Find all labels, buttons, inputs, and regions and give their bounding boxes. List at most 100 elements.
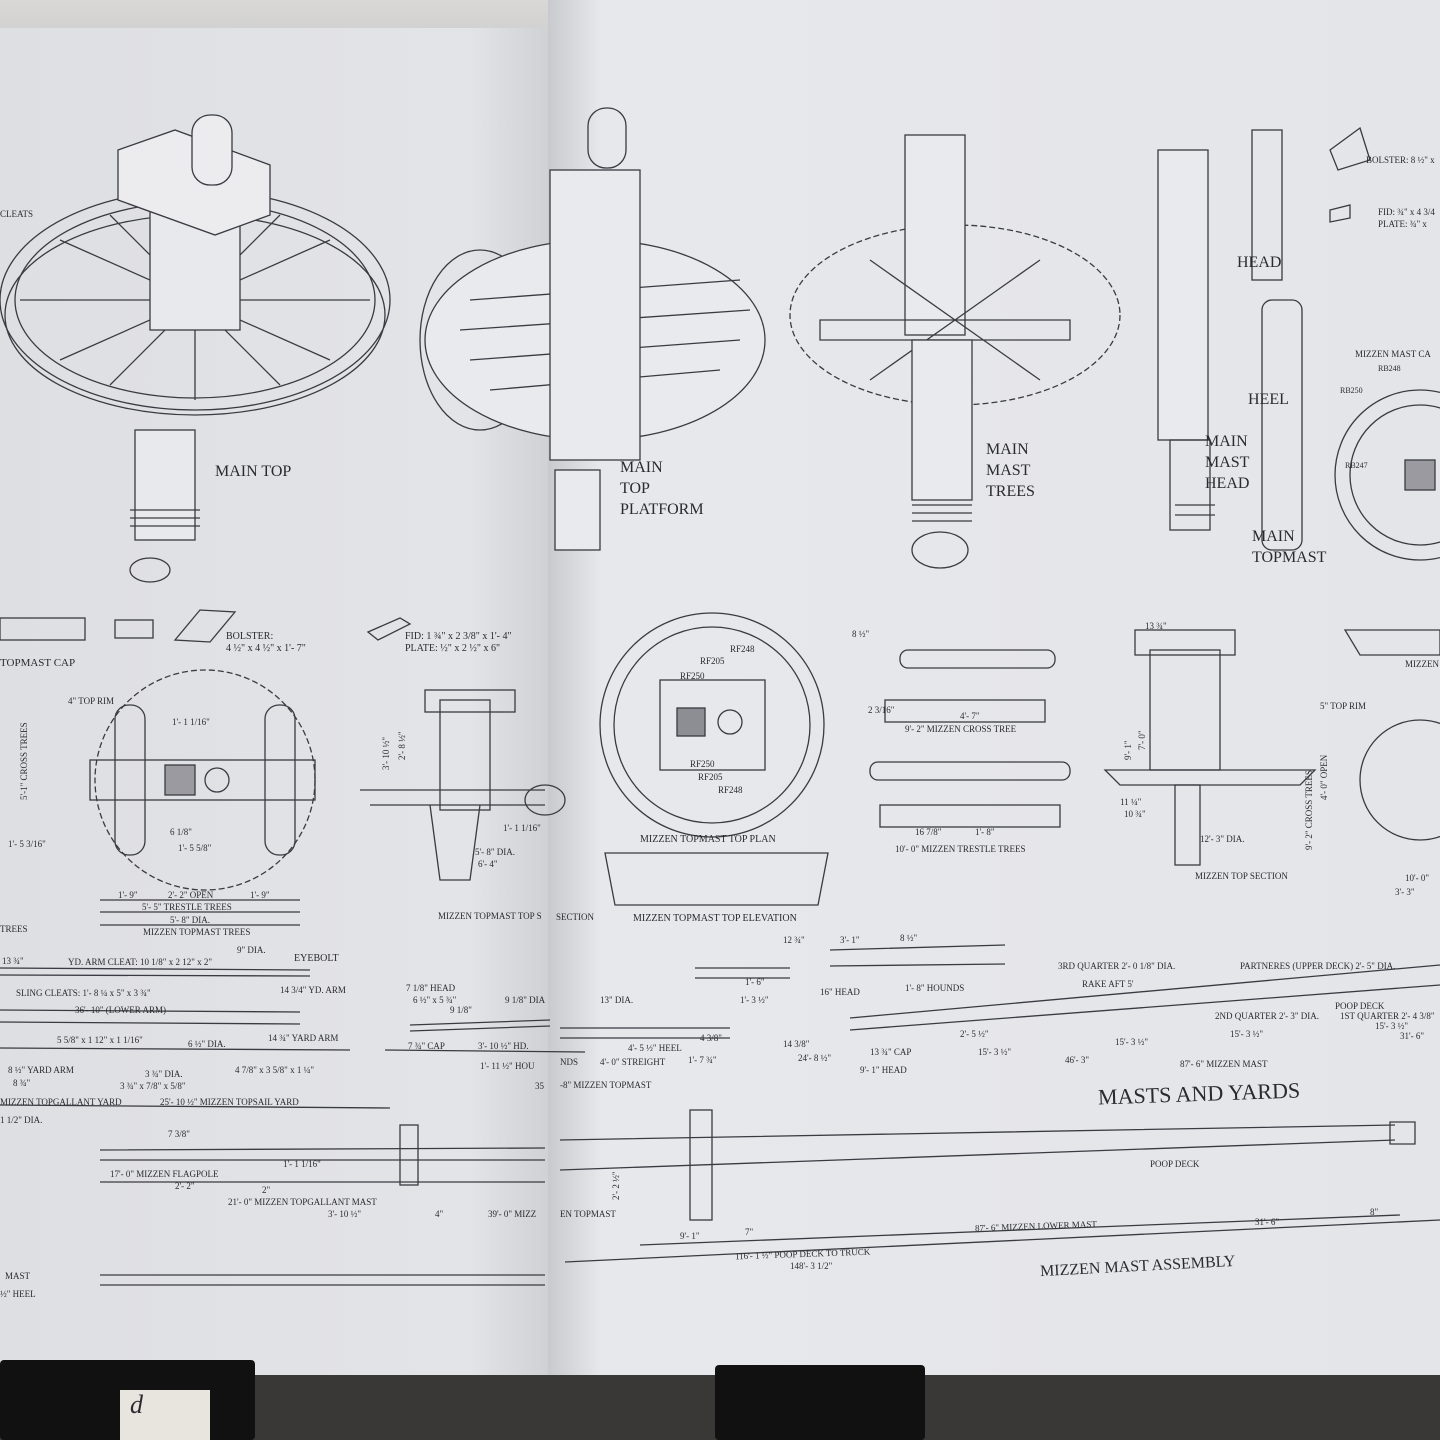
dim: 11 ¼"	[1120, 797, 1142, 807]
dim: 1 1/2" DIA.	[0, 1115, 43, 1125]
label-head: HEAD	[1237, 254, 1282, 271]
label-mizzen-topmast-trees: MIZZEN TOPMAST TREES	[143, 927, 251, 937]
label-lower-arm: 36'- 10" (LOWER ARM)	[75, 1005, 167, 1015]
dim: 3 ¾" x 7/8" x 5/8"	[120, 1081, 186, 1091]
dim: 2'- 2" OPEN	[168, 890, 214, 900]
main-top-drawing	[0, 114, 541, 583]
dim: 15'- 3 ½"	[1375, 1021, 1409, 1031]
label-hounds: 1'- 8" HOUNDS	[905, 983, 965, 993]
label-partners: PARTNERES (UPPER DECK) 2'- 5" DIA.	[1240, 961, 1396, 971]
label-topmast-cap: TOPMAST CAP	[0, 657, 76, 669]
dim: 1'- 6"	[745, 977, 765, 987]
label-fid: FID: ¾" x 4 3/4	[1378, 207, 1435, 217]
dim: 9 1/8" DIA	[505, 995, 546, 1005]
dim: 7 3/8"	[168, 1129, 190, 1139]
dim: 7 1/8" HEAD	[406, 983, 456, 993]
dim: 6 ½" x 5 ¾"	[413, 995, 457, 1005]
dim: 3'- 10 ½"	[381, 736, 391, 770]
dim: 6'- 4"	[478, 859, 498, 869]
topmast-top-section-left	[360, 689, 566, 881]
dim: 1'- 5 3/16"	[8, 839, 46, 849]
dim: 4'- 5 ½" HEEL	[628, 1043, 682, 1053]
label-topsail-yard: 25'- 10 ½" MIZZEN TOPSAIL YARD	[160, 1097, 299, 1107]
mizzen-topmast-top-plan-left	[89, 669, 316, 926]
label-mizzen-top-section: MIZZEN TOP SECTION	[1195, 871, 1288, 881]
label-third-quarter: 3RD QUARTER 2'- 0 1/8" DIA.	[1058, 961, 1176, 971]
dim: 1'- 9"	[250, 890, 270, 900]
label-top-rim: 4" TOP RIM	[68, 696, 115, 706]
clip-tag: d	[120, 1390, 210, 1440]
label-rf250: RF250	[680, 671, 705, 681]
dim: 4'- 0" STREIGHT	[600, 1057, 666, 1067]
dim: 9'- 1"	[680, 1231, 700, 1241]
dim: 2'- 8 ½"	[397, 731, 407, 760]
dim: 8"	[1370, 1207, 1379, 1217]
dim: 31'- 6"	[1255, 1217, 1280, 1227]
dim: 3'- 1"	[840, 935, 860, 945]
label-topgallant-yard: MIZZEN TOPGALLANT YARD	[0, 1097, 122, 1107]
label-rf205: RF205	[700, 656, 725, 666]
label-rb248: RB248	[1378, 364, 1401, 373]
dim: 4"	[435, 1209, 444, 1219]
label-mizzen-topmast-top-section: MIZZEN TOPMAST TOP S	[438, 911, 542, 921]
label-topmast-top-elevation: MIZZEN TOPMAST TOP ELEVATION	[633, 913, 797, 924]
label-en-topmast: EN TOPMAST	[560, 1209, 616, 1219]
dim: 2'- 5 ½"	[960, 1029, 989, 1039]
dim: 1'- 5 5/8"	[178, 843, 212, 853]
dim: 8 ½"	[900, 933, 918, 943]
dim: 4 3/8"	[700, 1033, 722, 1043]
dim: 5'- 5" TRESTLE TREES	[142, 902, 232, 912]
dim: 3 ¾" DIA.	[145, 1069, 183, 1079]
dim: 14 3/4" YD. ARM	[280, 985, 346, 995]
label-yd-arm-cleat: YD. ARM CLEAT: 10 1/8" x 2 12" x 2"	[68, 957, 213, 967]
dim: 5'- 8" DIA.	[475, 847, 516, 857]
main-mast-head-drawing	[1157, 126, 1440, 561]
label-top-rim: 5" TOP RIM	[1320, 701, 1367, 711]
label-rf248: RF248	[730, 644, 755, 654]
dim: 15'- 3 ½"	[1230, 1029, 1264, 1039]
label-mizzen: MIZZEN	[1405, 659, 1439, 669]
dim: 13" DIA.	[600, 995, 634, 1005]
dim: 6 1/8"	[170, 827, 192, 837]
label-poop-deck: POOP DECK	[1335, 1001, 1385, 1011]
dim: 13 ¾" CAP	[870, 1047, 912, 1057]
label-plate: PLATE: ¾" x	[1378, 219, 1427, 229]
main-top-platform-drawing	[424, 107, 766, 551]
dim: 14 3/8"	[783, 1039, 810, 1049]
dim: 9'- 1"	[1123, 740, 1133, 760]
dim: 3'- 3"	[1395, 887, 1415, 897]
label-section: SECTION	[556, 912, 594, 922]
label-cleats: CLEATS	[0, 209, 34, 219]
dim: 1'- 9"	[118, 890, 138, 900]
label-bolster: BOLSTER:	[226, 631, 274, 642]
label-cross-trees: 5'-1" CROSS TREES	[19, 722, 29, 800]
label-rb250: RB250	[1340, 386, 1363, 395]
label-main-top-platform: MAIN TOP PLATFORM	[620, 459, 704, 518]
dim: 13 ¾"	[1145, 621, 1167, 631]
dim: 12 ¾"	[783, 935, 805, 945]
dim: 9'- 2" CROSS TREES	[1304, 770, 1314, 850]
dim: 46'- 3"	[1065, 1055, 1090, 1065]
label-nds: NDS	[560, 1057, 579, 1067]
label-rf250: RF250	[690, 759, 715, 769]
label-fid: FID: 1 ¾" x 2 3/8" x 1'- 4"	[405, 631, 512, 642]
label-rf205: RF205	[698, 772, 723, 782]
label-eyebolt: EYEBOLT	[294, 953, 339, 964]
dim: 5 5/8" x 1 12" x 1 1/16"	[57, 1035, 143, 1045]
dim: 10 ¾"	[1124, 809, 1146, 819]
label-bolster: BOLSTER: 8 ½" x	[1366, 155, 1435, 165]
dim: 2'- 2"	[175, 1181, 195, 1191]
label-mizzen-mast-cap: MIZZEN MAST CA	[1355, 349, 1431, 359]
dim: 4 7/8" x 3 5/8" x 1 ¼"	[235, 1065, 315, 1075]
dim: 15'- 3 ½"	[978, 1047, 1012, 1057]
masts-right	[559, 944, 1440, 1263]
dim: 14 ¾" YARD ARM	[268, 1033, 339, 1043]
label-rf248: RF248	[718, 785, 743, 795]
label-plate: PLATE: ½" x 2 ½" x 6"	[405, 643, 501, 654]
dim: 3'- 10 ½"	[328, 1209, 362, 1219]
dim: 13 ¾"	[2, 956, 24, 966]
label-main-topmast: MAIN TOPMAST	[1252, 528, 1327, 566]
dim: 1'- 1 1/16"	[503, 823, 541, 833]
label-main-mast-trees: MAIN MAST TREES	[986, 441, 1035, 500]
binder-clip-right	[715, 1365, 925, 1440]
